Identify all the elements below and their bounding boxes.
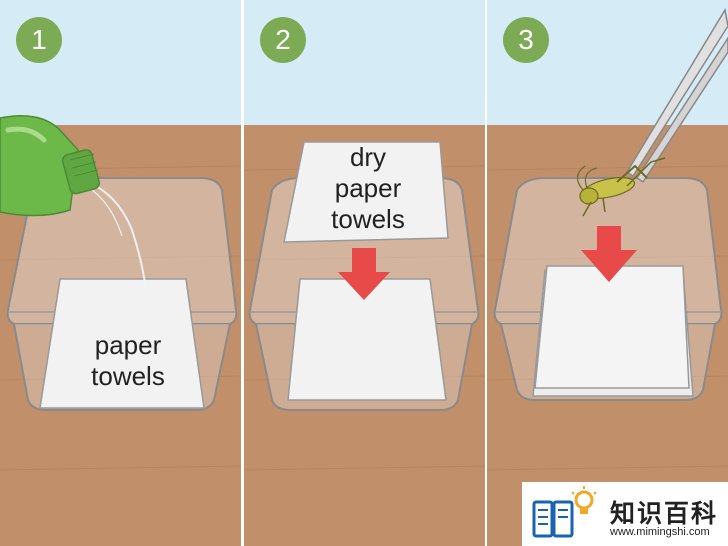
step-panel-1: 1 paper towels: [0, 0, 241, 546]
step-panel-2: 2 dry paper towels: [244, 0, 485, 546]
spray-bottle-icon: [0, 115, 101, 217]
watermark-logo: 知识百科 www.mimingshi.com: [522, 482, 728, 546]
tweezers-icon: [625, 7, 728, 184]
down-arrow-icon: [581, 226, 637, 282]
step-2-scene: [244, 0, 485, 546]
lightbulb-icon: [571, 486, 597, 514]
paper-towels-label: paper towels: [91, 330, 165, 391]
step-number-badge: 1: [16, 17, 62, 63]
grasshopper-icon: [576, 157, 666, 217]
down-arrow-icon: [338, 248, 390, 300]
dry-paper-towels-label: dry paper towels: [331, 142, 405, 234]
step-3-scene: [487, 0, 728, 546]
watermark-url: www.mimingshi.com: [610, 526, 710, 538]
book-logo-icon: [532, 486, 597, 538]
step-1-scene: [0, 0, 241, 546]
step-panel-3: 3: [487, 0, 728, 546]
step-number-badge: 3: [503, 17, 549, 63]
step-number-badge: 2: [260, 17, 306, 63]
watermark-name: 知识百科: [610, 499, 719, 528]
